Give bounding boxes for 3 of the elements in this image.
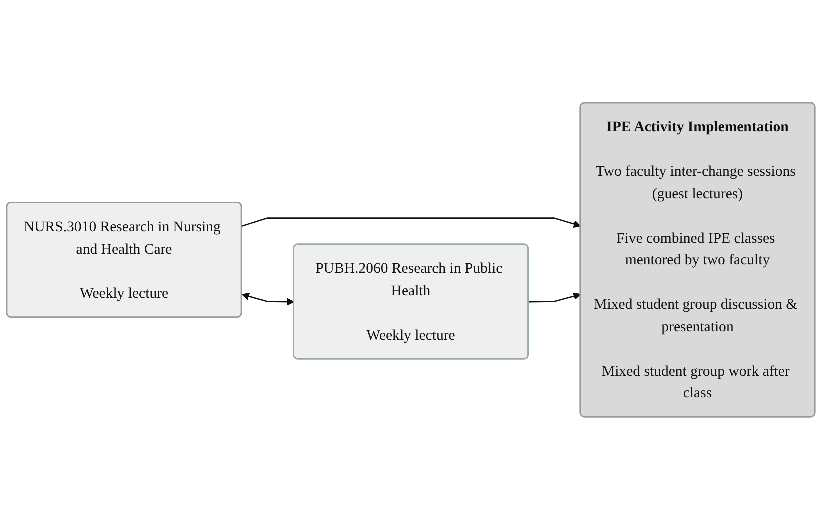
arrow — [528, 292, 582, 303]
arrow — [242, 218, 582, 228]
arrow — [242, 292, 294, 306]
